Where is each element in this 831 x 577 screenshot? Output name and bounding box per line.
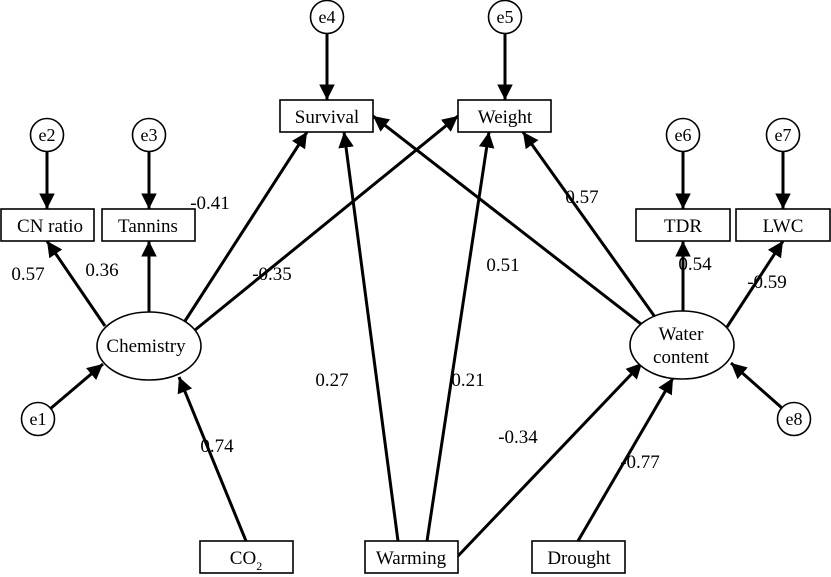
path-coefficients: 0.57 0.36 -0.41 -0.35 0.74 0.27 0.21 -0.34 -0.77… xyxy=(11,187,786,473)
observed-node-lwc: LWC xyxy=(735,208,831,242)
path-arrow-water-content-to-survival xyxy=(372,114,642,326)
observed-node-warming: Warming xyxy=(364,540,459,574)
observed-node-co2: CO2 xyxy=(199,540,294,574)
error-node-e1: e1 xyxy=(20,401,56,437)
path-coefficient-label: 0.36 xyxy=(85,260,118,281)
path-arrow-e8-to-water-content xyxy=(730,361,783,410)
error-label: e4 xyxy=(319,7,336,27)
path-arrow-drought-to-water-content xyxy=(576,377,675,542)
path-arrows xyxy=(39,34,791,558)
latent-node-chemistry: Chemistry xyxy=(96,311,202,381)
path-arrow-chemistry-to-survival xyxy=(183,131,309,322)
error-label: e5 xyxy=(497,7,514,27)
error-label: e6 xyxy=(675,125,692,145)
observed-node-survival: Survival xyxy=(279,99,374,133)
path-coefficient-label: 0.57 xyxy=(565,187,598,208)
error-node-e5: e5 xyxy=(487,0,523,35)
path-coefficient-label: -0.34 xyxy=(498,427,538,448)
node-label: CO2 xyxy=(230,548,262,573)
node-label: Chemistry xyxy=(106,336,186,357)
path-coefficient-label: 0.57 xyxy=(11,264,44,285)
error-node-e6: e6 xyxy=(665,117,701,153)
path-arrow-chemistry-to-cn-ratio xyxy=(45,240,107,327)
path-arrow-warming-to-survival xyxy=(338,131,400,542)
path-arrow-water-content-to-weight xyxy=(521,131,657,318)
node-label: Drought xyxy=(547,548,611,569)
path-coefficient-label: -0.35 xyxy=(252,264,292,285)
observed-node-drought: Drought xyxy=(531,540,626,574)
path-coefficient-label: -0.77 xyxy=(620,452,660,473)
latent-node-water-content: Water content xyxy=(629,310,735,380)
co2-subscript: 2 xyxy=(256,559,262,573)
path-coefficient-label: 0.27 xyxy=(315,370,348,391)
path-arrow-chemistry-to-weight xyxy=(194,114,459,332)
path-arrow-water-content-to-lwc xyxy=(725,240,785,328)
observed-node-tdr: TDR xyxy=(635,208,731,242)
error-label: e2 xyxy=(39,125,56,145)
path-arrow-co2-to-chemistry xyxy=(177,376,248,542)
path-arrow-e1-to-chemistry xyxy=(49,362,104,411)
node-label: LWC xyxy=(763,216,804,237)
node-label: Survival xyxy=(295,107,359,128)
path-arrow-warming-to-water-content xyxy=(456,361,644,558)
observed-node-tannins: Tannins xyxy=(101,208,196,242)
node-label: CN ratio xyxy=(17,216,83,237)
node-label: Warming xyxy=(376,548,447,569)
co2-main: CO xyxy=(230,548,256,569)
node-label: TDR xyxy=(664,216,702,237)
error-node-e2: e2 xyxy=(29,117,65,153)
path-arrow-warming-to-weight xyxy=(425,131,495,542)
node-label-line2: content xyxy=(653,347,710,368)
error-label: e3 xyxy=(141,125,158,145)
path-coefficient-label: -0.59 xyxy=(747,272,787,293)
error-label: e1 xyxy=(30,409,47,429)
error-label: e8 xyxy=(786,409,803,429)
error-label: e7 xyxy=(775,125,792,145)
path-coefficient-label: 0.54 xyxy=(678,254,712,275)
error-node-e8: e8 xyxy=(776,401,812,437)
error-node-e4: e4 xyxy=(309,0,345,35)
path-coefficient-label: 0.51 xyxy=(486,255,519,276)
path-coefficient-label: 0.21 xyxy=(451,370,484,391)
error-node-e7: e7 xyxy=(765,117,801,153)
path-coefficient-label: 0.74 xyxy=(200,436,234,457)
path-coefficient-label: -0.41 xyxy=(190,193,230,214)
node-label: Weight xyxy=(478,107,533,128)
node-label: Tannins xyxy=(118,216,178,237)
error-node-e3: e3 xyxy=(131,117,167,153)
node-label-line1: Water xyxy=(659,324,705,345)
observed-node-weight: Weight xyxy=(457,99,552,133)
observed-node-cn-ratio: CN ratio xyxy=(0,208,95,242)
